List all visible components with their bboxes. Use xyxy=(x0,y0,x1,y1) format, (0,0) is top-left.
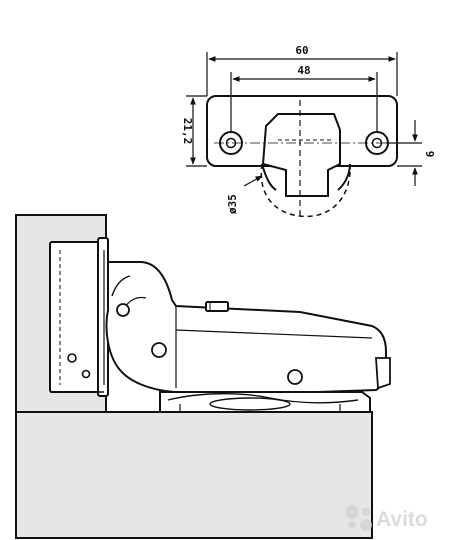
dimension-9-label: 9 xyxy=(423,151,436,158)
arm-pivot-hole-upper xyxy=(116,303,130,317)
mounting-plate-top-view xyxy=(206,95,398,218)
dimension-60-label: 60 xyxy=(295,44,308,57)
front-cam-clip xyxy=(375,357,391,390)
dimension-212-label: 21,2 xyxy=(181,118,194,145)
dimension-labels: 60 48 21,2 9 ø35 xyxy=(181,44,436,214)
avito-logo-icon xyxy=(345,505,372,531)
dimension-lines xyxy=(186,52,422,187)
hinge-cup-hidden-outline xyxy=(260,163,351,218)
hinge-cup-solid-outline xyxy=(261,163,351,191)
dimension-35-leader xyxy=(243,175,263,187)
arm-adjustment-hole xyxy=(287,369,303,385)
dimension-48-label: 48 xyxy=(297,64,310,77)
hinge-cup-side-view xyxy=(49,237,109,397)
hinge-arm-profile xyxy=(261,113,341,197)
cup-rivet-upper xyxy=(67,353,77,363)
avito-watermark-text: Avito xyxy=(376,508,428,531)
arm-pivot-hole-main xyxy=(151,342,167,358)
hinge-arm-side-view xyxy=(105,261,391,393)
dimension-35-label: ø35 xyxy=(226,194,239,214)
adjustment-screw-top xyxy=(205,301,229,312)
avito-watermark: Avito xyxy=(345,505,428,531)
cup-rivet-lower xyxy=(81,369,91,379)
cabinet-bottom-panel xyxy=(15,411,373,539)
mounting-plate-side-view xyxy=(159,391,371,413)
